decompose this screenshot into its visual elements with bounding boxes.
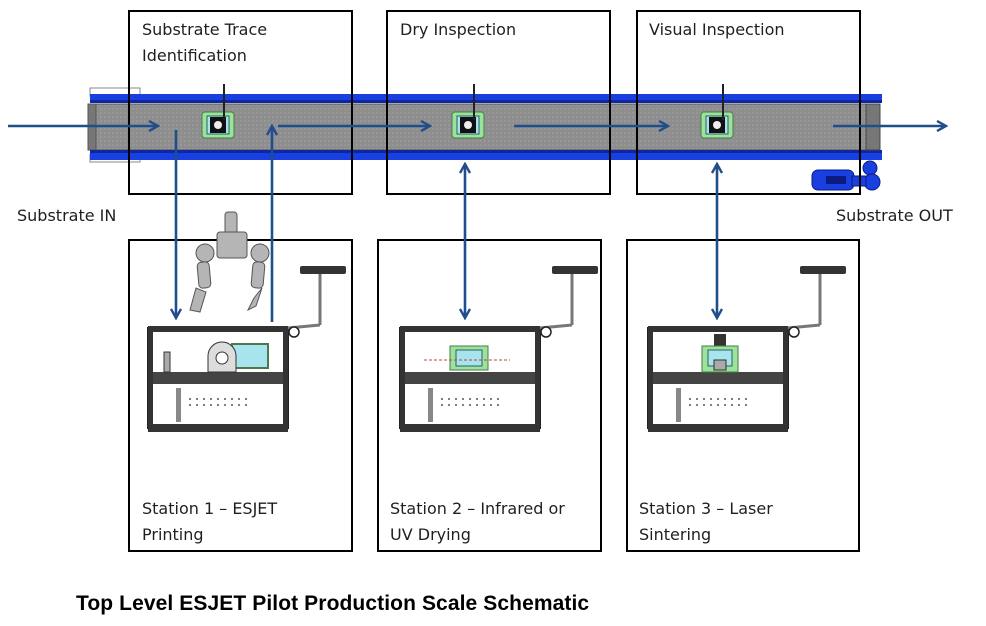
inspection-label-line1: Substrate Trace bbox=[142, 20, 268, 39]
inspection-label-line2: Identification bbox=[142, 46, 247, 65]
station-label-line2: UV Drying bbox=[390, 525, 471, 544]
station-label-3: Station 3 – Laser Sintering bbox=[639, 496, 773, 548]
station-label-line2: Sintering bbox=[639, 525, 712, 544]
substrate-out-label: Substrate OUT bbox=[836, 206, 953, 225]
station-label-line1: Station 1 – ESJET bbox=[142, 499, 278, 518]
station-label-2: Station 2 – Infrared or UV Drying bbox=[390, 496, 565, 548]
workstation-frame-icon bbox=[399, 266, 598, 432]
camera-icon bbox=[700, 84, 734, 139]
station-label-line1: Station 2 – Infrared or bbox=[390, 499, 565, 518]
station-label-1: Station 1 – ESJET Printing bbox=[142, 496, 277, 548]
station-box bbox=[377, 239, 602, 552]
inspection-label-trace: Substrate Trace Identification bbox=[142, 17, 267, 69]
inspection-zone-box bbox=[386, 10, 611, 195]
inspection-zone-box bbox=[128, 10, 353, 195]
station-box bbox=[626, 239, 860, 552]
diagram-title: Top Level ESJET Pilot Production Scale S… bbox=[76, 592, 590, 615]
inspection-label-line1: Dry Inspection bbox=[400, 20, 517, 39]
inspection-label-visual: Visual Inspection bbox=[649, 17, 785, 43]
inspection-label-dry: Dry Inspection bbox=[400, 17, 516, 43]
camera-icon bbox=[201, 84, 235, 139]
workstation-frame-icon bbox=[147, 266, 346, 432]
station-label-line1: Station 3 – Laser bbox=[639, 499, 773, 518]
station-label-line2: Printing bbox=[142, 525, 204, 544]
inspection-label-line1: Visual Inspection bbox=[649, 20, 785, 39]
dual-arm-robot-icon bbox=[189, 211, 270, 313]
inspection-zone-box bbox=[636, 10, 861, 195]
camera-icon bbox=[451, 84, 485, 139]
drive-motor-icon bbox=[811, 160, 881, 191]
workstation-frame-icon bbox=[647, 266, 846, 432]
substrate-in-label: Substrate IN bbox=[17, 206, 117, 225]
